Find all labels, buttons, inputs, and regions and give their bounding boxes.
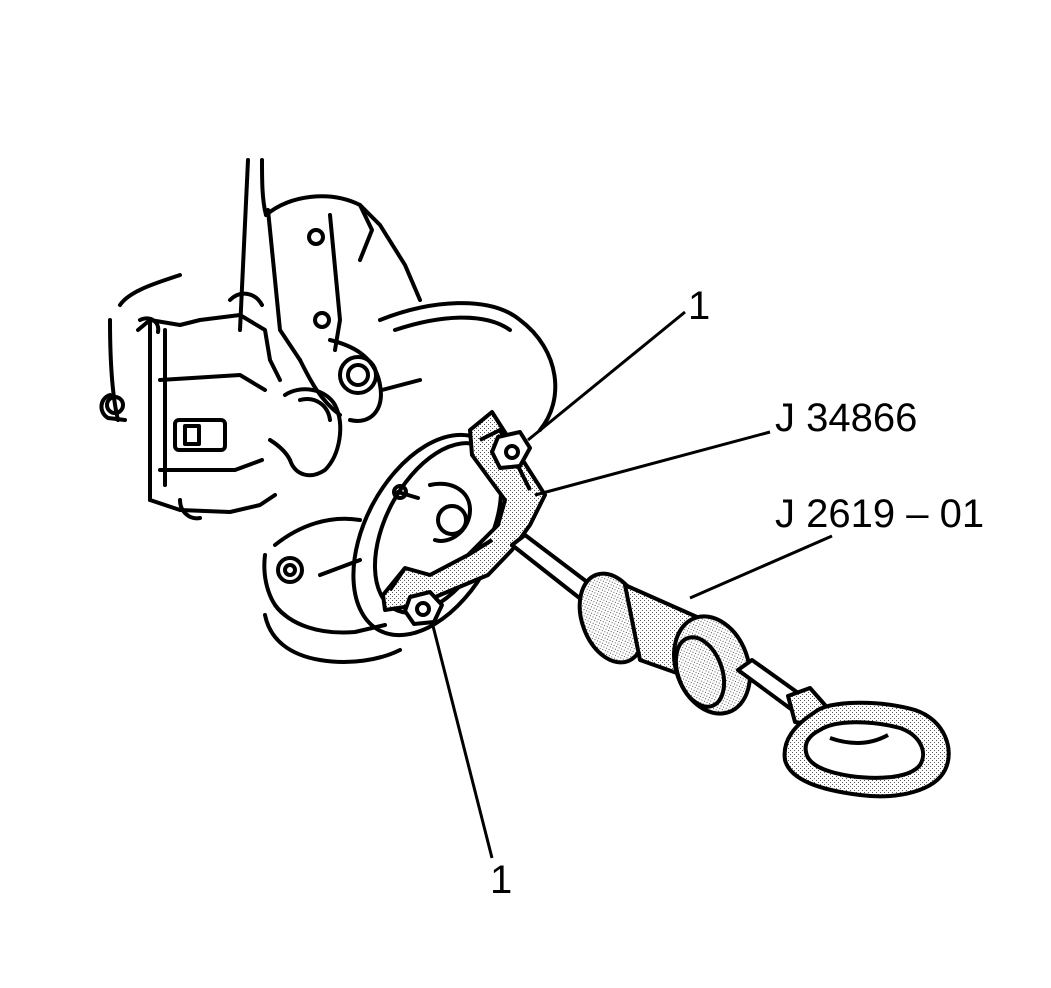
bolt-icon [403,590,444,626]
leader-j34866 [534,430,771,497]
puller-tool-j34866 [381,410,547,626]
tool-label-j2619: J 2619 – 01 [775,492,985,536]
leader-top-1 [527,310,686,442]
tool-label-j34866: J 34866 [775,396,918,440]
slide-hammer-j2619 [510,533,951,799]
lower-knuckle [262,516,402,664]
brake-caliper [99,273,282,521]
leader-j2619 [689,534,833,600]
callout-number-top: 1 [688,284,711,328]
bolt-icon [490,430,532,470]
leader-lines [430,310,833,859]
dust-shield [378,301,558,432]
caliper-boot [268,387,343,478]
hammer-weight [577,571,752,716]
callout-number-bottom: 1 [490,858,513,902]
hammer-handle [782,700,951,799]
leader-bottom-1 [430,621,494,859]
strut-knuckle [238,158,422,423]
